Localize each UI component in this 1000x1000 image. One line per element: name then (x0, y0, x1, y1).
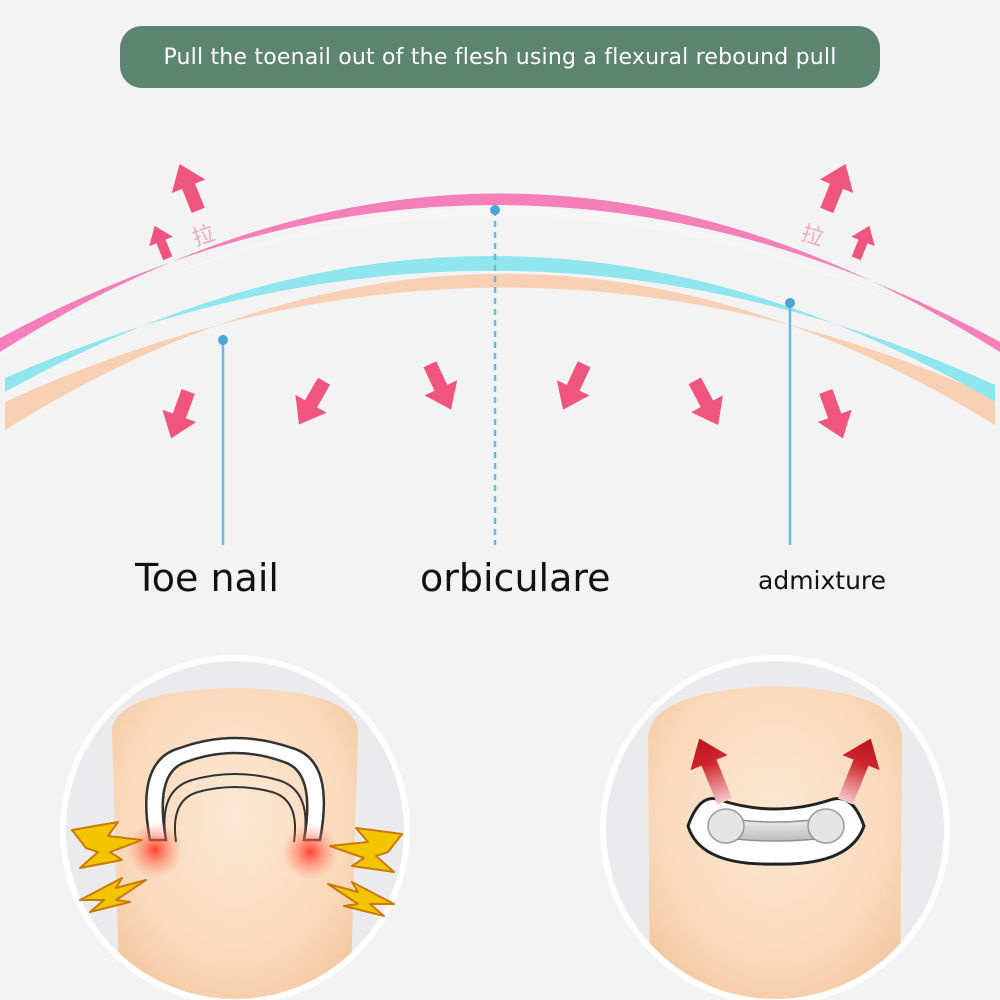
arrow-up-icon (690, 738, 733, 805)
pull-arrows-right (819, 164, 875, 261)
peach-band-flesh (5, 273, 995, 430)
lightning-bolt-icon (71, 821, 403, 917)
arrow-down-icon (817, 389, 852, 439)
label-orbiculare: orbiculare (420, 556, 611, 600)
arrow-up-icon (149, 225, 173, 261)
arrow-down-icon (295, 377, 331, 425)
arrow-up-icon (851, 225, 875, 261)
leader-dot-orbiculare (490, 205, 500, 215)
pain-glow-left (127, 822, 183, 878)
banner-text: Pull the toenail out of the flesh using … (163, 44, 837, 70)
label-toe-nail: Toe nail (135, 556, 279, 600)
arrow-up-icon (171, 164, 206, 214)
arrow-down-icon (423, 361, 458, 410)
press-arrows (162, 361, 852, 439)
toe-after-illustration (600, 655, 950, 1000)
leader-dot-toe-nail (218, 335, 228, 345)
arrow-down-icon (162, 389, 197, 439)
leader-lines (221, 210, 792, 545)
pink-band-toenail (0, 193, 1000, 352)
blue-band-orbiculare (5, 255, 995, 402)
arrow-down-icon (556, 361, 591, 410)
arrow-up-icon (837, 738, 880, 805)
arrow-up-icon (819, 164, 854, 214)
title-banner: Pull the toenail out of the flesh using … (120, 26, 880, 88)
arrow-down-icon (688, 377, 723, 425)
label-admixture: admixture (758, 566, 887, 595)
pull-arrows-left (149, 164, 206, 261)
leader-dot-admixture (785, 298, 795, 308)
pink-band-inner (0, 206, 1000, 360)
pain-glow-right (282, 824, 338, 880)
toe-before-illustration (60, 655, 410, 1000)
